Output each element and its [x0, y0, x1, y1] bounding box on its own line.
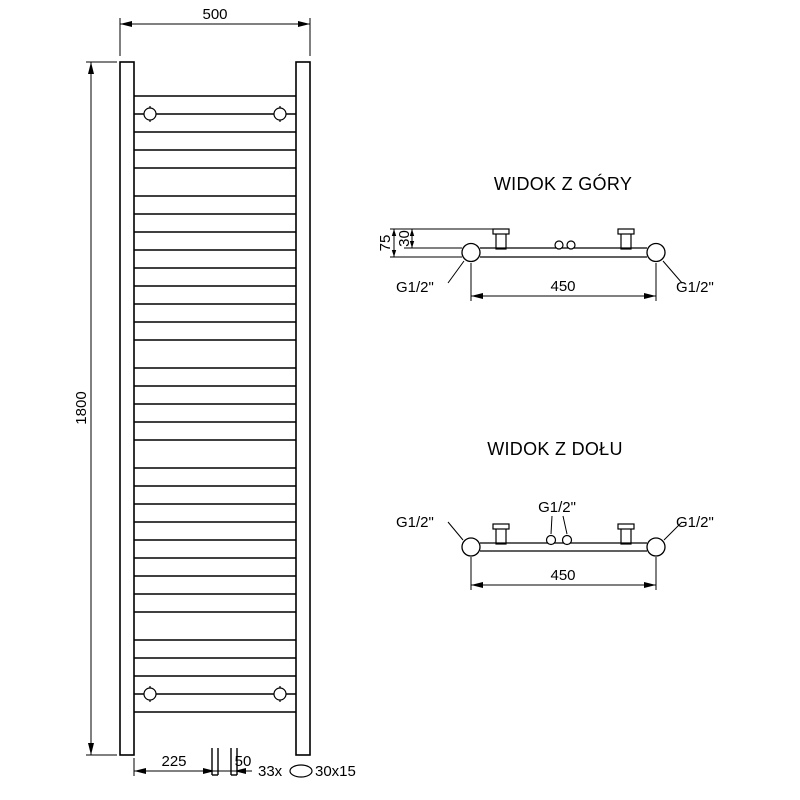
bottom-center-connection: G1/2" — [538, 499, 576, 535]
bottom-right-tube-section — [646, 537, 666, 557]
dim-width: 500 — [119, 6, 311, 56]
top-left-tube-section — [461, 242, 481, 263]
tube-count-label: 33x — [258, 763, 283, 780]
bottom-left-connection: G1/2" — [396, 514, 464, 541]
tube-profile-label: 30x15 — [315, 763, 356, 780]
bottom-right-connection-label: G1/2" — [676, 514, 714, 531]
bottom-left-tube-section — [461, 537, 481, 557]
dim-bottom-spacing: 450 — [470, 557, 657, 590]
bottom-left-connection-label: G1/2" — [396, 514, 434, 531]
bottom-right-connection: G1/2" — [663, 514, 714, 541]
right-side-tube — [295, 61, 311, 756]
bracket-depth-dim-label: 30 — [396, 230, 413, 247]
bottom-view: WIDOK Z DOŁU G1/2" G1/2" — [396, 439, 714, 590]
bottom-view-drawing — [461, 523, 666, 557]
dim-height: 1800 — [73, 61, 117, 756]
depth-dim-label: 75 — [377, 235, 394, 252]
bracket-top-left — [143, 107, 157, 121]
top-view: WIDOK Z GÓRY 75 3 — [377, 173, 714, 301]
pipe-offset-label: 225 — [161, 753, 186, 770]
tube-profile-oval-icon — [289, 764, 313, 778]
dim-bracket-depth: 30 — [396, 229, 462, 249]
top-right-connection: G1/2" — [662, 260, 714, 296]
bottom-spacing-dim-label: 450 — [550, 567, 575, 584]
width-dim-label: 500 — [202, 6, 227, 23]
top-left-connection: G1/2" — [396, 260, 465, 296]
top-left-connection-label: G1/2" — [396, 279, 434, 296]
bracket-bottom-left — [143, 687, 157, 701]
top-view-drawing — [461, 228, 666, 263]
bottom-center-connection-label: G1/2" — [538, 499, 576, 516]
front-view: 500 1800 — [73, 6, 356, 780]
bracket-top-right — [273, 107, 287, 121]
height-dim-label: 1800 — [73, 391, 90, 424]
radiator-rungs — [134, 95, 296, 713]
top-right-tube-section — [646, 242, 666, 263]
pipe-spacing-label: 50 — [235, 753, 252, 770]
top-right-connection-label: G1/2" — [676, 279, 714, 296]
bracket-bottom-right — [273, 687, 287, 701]
top-view-title: WIDOK Z GÓRY — [494, 173, 632, 194]
top-spacing-dim-label: 450 — [550, 278, 575, 295]
dim-bottom: 225 50 33x 30x15 — [133, 753, 356, 780]
dim-depth: 75 — [377, 228, 493, 258]
mounting-brackets — [143, 106, 287, 702]
left-side-tube — [119, 61, 135, 756]
dim-top-spacing: 450 — [470, 263, 657, 301]
bottom-view-title: WIDOK Z DOŁU — [487, 439, 623, 459]
